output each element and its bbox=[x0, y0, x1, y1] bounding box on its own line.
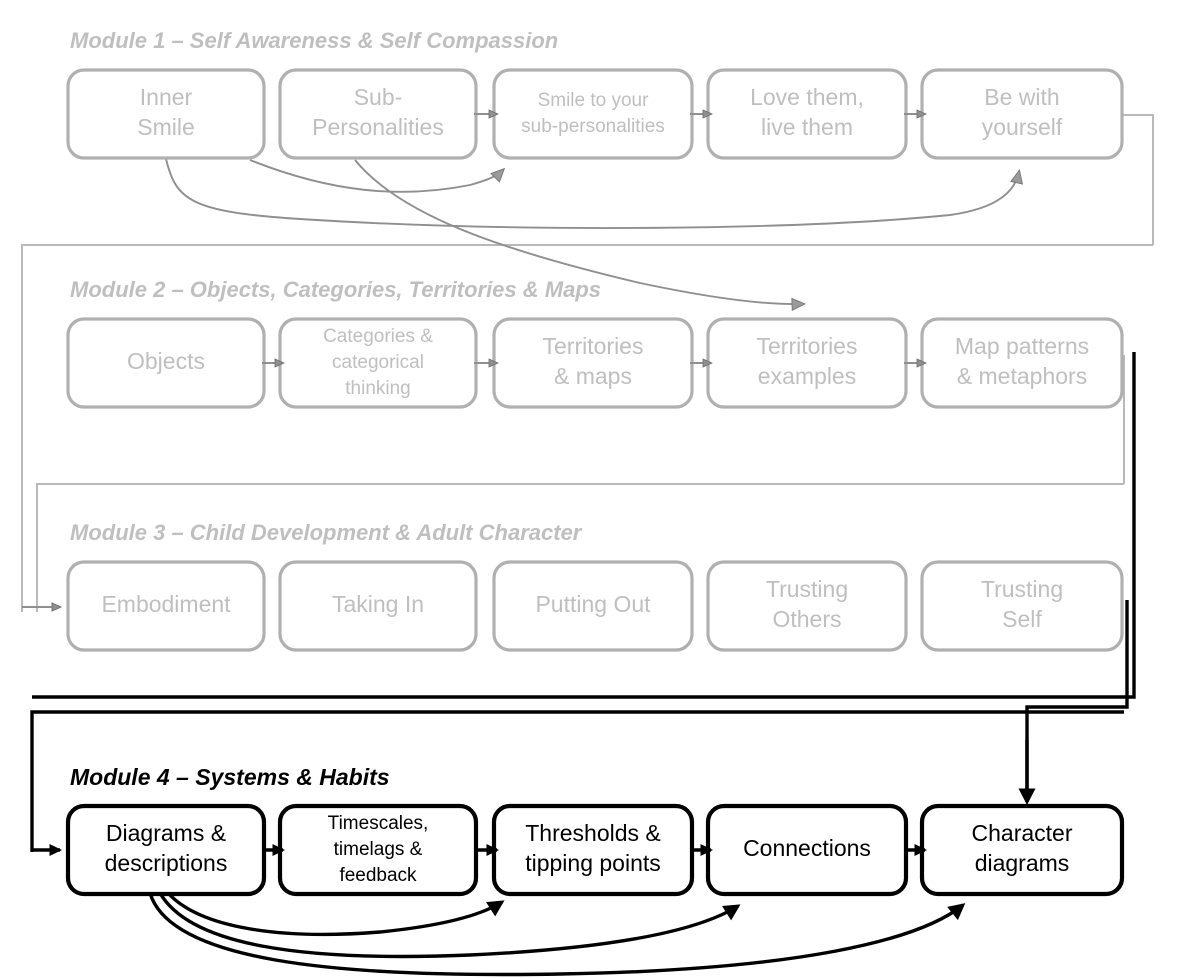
box-label-sub-personalities: Personalities bbox=[312, 114, 444, 140]
box-label-timescales-timelags-feedback: timelags & bbox=[334, 839, 423, 860]
box-label-putting-out: Putting Out bbox=[535, 591, 651, 617]
module-title-4: Module 4 – Systems & Habits bbox=[70, 764, 390, 790]
box-label-territories-maps: Territories bbox=[543, 333, 644, 359]
active-orthogonal-heads bbox=[32, 740, 1036, 856]
box-label-embodiment: Embodiment bbox=[101, 591, 231, 617]
box-love-them-live-them[interactable]: Love them, live them bbox=[706, 68, 908, 160]
box-label-map-patterns-metaphors: & metaphors bbox=[957, 363, 1087, 389]
box-label-diagrams-descriptions: Diagrams & bbox=[106, 820, 226, 846]
box-smile-to-your-sub-personalities[interactable]: Smile to your sub-personalities bbox=[492, 68, 694, 160]
module-group-2: Module 2 – Objects, Categories, Territor… bbox=[66, 277, 1124, 409]
box-diagrams-descriptions[interactable]: Diagrams & descriptions bbox=[65, 803, 267, 897]
modules-layer: Module 1 – Self Awareness & Self Compass… bbox=[65, 28, 1125, 897]
box-label-love-them-live-them: live them bbox=[761, 114, 853, 140]
box-label-be-with-yourself: yourself bbox=[982, 114, 1063, 140]
box-character-diagrams[interactable]: Character diagrams bbox=[919, 803, 1125, 897]
box-label-character-diagrams: diagrams bbox=[975, 850, 1070, 876]
box-be-with-yourself[interactable]: Be with yourself bbox=[920, 68, 1124, 160]
box-label-territories-examples: examples bbox=[758, 363, 856, 389]
cross-link-curves-active bbox=[148, 891, 966, 977]
box-label-trusting-self: Self bbox=[1002, 606, 1042, 632]
link-map-patterns-to-diagrams bbox=[32, 352, 1136, 699]
box-label-objects: Objects bbox=[127, 348, 205, 374]
cross-link-curves-dimmed bbox=[165, 158, 1023, 311]
box-thresholds-tipping-points[interactable]: Thresholds & tipping points bbox=[491, 803, 695, 897]
module-frames bbox=[21, 244, 1153, 612]
box-label-taking-in: Taking In bbox=[332, 591, 424, 617]
box-label-thresholds-tipping-points: Thresholds & bbox=[525, 820, 661, 846]
box-label-territories-maps: & maps bbox=[554, 363, 632, 389]
module-3-frame bbox=[36, 483, 1124, 612]
box-label-character-diagrams: Character bbox=[972, 820, 1073, 846]
module-title-2: Module 2 – Objects, Categories, Territor… bbox=[70, 277, 601, 302]
module-title-1: Module 1 – Self Awareness & Self Compass… bbox=[70, 28, 558, 53]
curve-diagrams-to-thresholds bbox=[166, 891, 505, 937]
box-categories-categorical-thinking[interactable]: Categories & categorical thinking bbox=[278, 317, 478, 409]
box-label-trusting-others: Others bbox=[772, 606, 841, 632]
box-sub-personalities[interactable]: Sub- Personalities bbox=[278, 68, 478, 160]
box-label-be-with-yourself: Be with bbox=[984, 84, 1059, 110]
box-label-connections: Connections bbox=[743, 835, 871, 861]
box-objects[interactable]: Objects bbox=[66, 317, 266, 409]
box-label-timescales-timelags-feedback: feedback bbox=[339, 865, 417, 886]
box-label-inner-smile: Inner bbox=[140, 84, 193, 110]
box-putting-out[interactable]: Putting Out bbox=[492, 560, 694, 652]
box-label-smile-to-your-sub-personalities: sub-personalities bbox=[521, 116, 665, 137]
box-label-map-patterns-metaphors: Map patterns bbox=[955, 333, 1089, 359]
box-label-diagrams-descriptions: descriptions bbox=[105, 850, 228, 876]
module-4-frame bbox=[30, 710, 1124, 852]
box-label-categories-categorical-thinking: categorical bbox=[332, 352, 424, 373]
box-label-timescales-timelags-feedback: Timescales, bbox=[328, 813, 429, 834]
box-label-sub-personalities: Sub- bbox=[354, 84, 403, 110]
box-label-thresholds-tipping-points: tipping points bbox=[525, 850, 661, 876]
curve-diagrams-to-character-diagrams bbox=[148, 892, 966, 977]
box-label-territories-examples: Territories bbox=[757, 333, 858, 359]
module-title-3: Module 3 – Child Development & Adult Cha… bbox=[70, 520, 583, 545]
box-label-love-them-live-them: Love them, bbox=[750, 84, 864, 110]
curve-inner-smile-to-be-with-yourself bbox=[165, 158, 1023, 229]
box-territories-examples[interactable]: Territories examples bbox=[706, 317, 908, 409]
link-be-with-yourself-to-embodiment bbox=[1121, 114, 1154, 245]
module-2-frame bbox=[21, 244, 1153, 612]
box-embodiment[interactable]: Embodiment bbox=[66, 560, 266, 652]
box-label-trusting-self: Trusting bbox=[981, 576, 1063, 602]
box-label-smile-to-your-sub-personalities: Smile to your bbox=[538, 90, 650, 111]
box-territories-maps[interactable]: Territories & maps bbox=[492, 317, 694, 409]
box-label-trusting-others: Trusting bbox=[766, 576, 848, 602]
box-label-categories-categorical-thinking: Categories & bbox=[323, 326, 433, 347]
box-map-patterns-metaphors[interactable]: Map patterns & metaphors bbox=[920, 317, 1124, 409]
box-timescales-timelags-feedback[interactable]: Timescales, timelags & feedback bbox=[277, 803, 479, 897]
box-taking-in[interactable]: Taking In bbox=[278, 560, 478, 652]
module-group-3: Module 3 – Child Development & Adult Cha… bbox=[66, 520, 1124, 652]
curve-inner-smile-to-smile-sub-personalities bbox=[249, 159, 506, 193]
module-4-frame-group bbox=[30, 710, 1124, 852]
curve-diagrams-to-connections bbox=[158, 892, 741, 959]
box-connections[interactable]: Connections bbox=[705, 803, 909, 897]
cross-link-lines-dimmed bbox=[1121, 114, 1154, 484]
box-label-categories-categorical-thinking: thinking bbox=[345, 378, 411, 399]
box-label-inner-smile: Smile bbox=[137, 114, 195, 140]
module-group-1: Module 1 – Self Awareness & Self Compass… bbox=[66, 28, 1124, 160]
curve-sub-personalities-to-territories-examples bbox=[354, 159, 806, 311]
